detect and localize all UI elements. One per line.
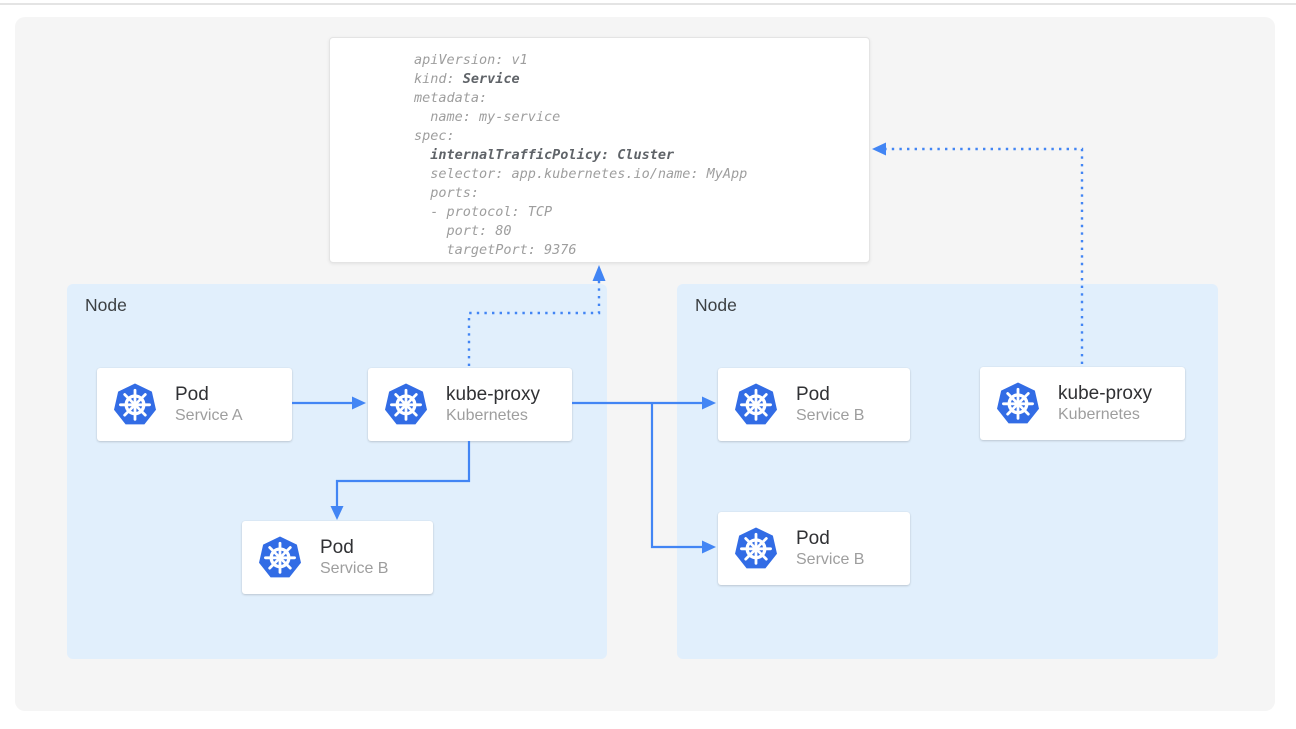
node-label: Node [695,295,737,315]
card-subtitle: Service B [796,407,865,424]
card-title: Pod [796,384,830,405]
card-subtitle: Service A [175,407,243,424]
kubernetes-icon [257,535,303,581]
yaml-line: kind: Service [414,71,520,87]
yaml-line: port: 80 [414,223,512,239]
card-subtitle: Service B [796,551,865,568]
card-title: kube-proxy [446,384,540,405]
kubernetes-icon [112,382,158,428]
yaml-line: - protocol: TCP [414,204,553,220]
yaml-line: name: my-service [414,109,561,125]
yaml-line: internalTrafficPolicy: Cluster [430,147,675,163]
yaml-line: targetPort: 9376 [414,242,577,258]
kubernetes-icon [995,381,1041,427]
node-label: Node [85,295,127,315]
yaml-line: ports: [414,185,480,201]
service-yaml-panel: apiVersion: v1 kind: Service metadata: nam… [329,37,870,263]
card-subtitle: Kubernetes [1058,406,1140,423]
card-title: Pod [320,537,354,558]
yaml-line: apiVersion: v1 [414,52,528,68]
kubernetes-icon [733,382,779,428]
card-subtitle: Kubernetes [446,407,528,424]
yaml-line: metadata: [414,90,488,106]
top-divider [0,3,1296,5]
card-title: kube-proxy [1058,383,1152,404]
yaml-line: selector: app.kubernetes.io/name: MyApp [414,166,748,182]
card-subtitle: Service B [320,560,389,577]
card-title: Pod [796,528,830,549]
kubernetes-icon [383,382,429,428]
kubernetes-icon [733,526,779,572]
card-title: Pod [175,384,209,405]
yaml-line: spec: [414,128,455,144]
